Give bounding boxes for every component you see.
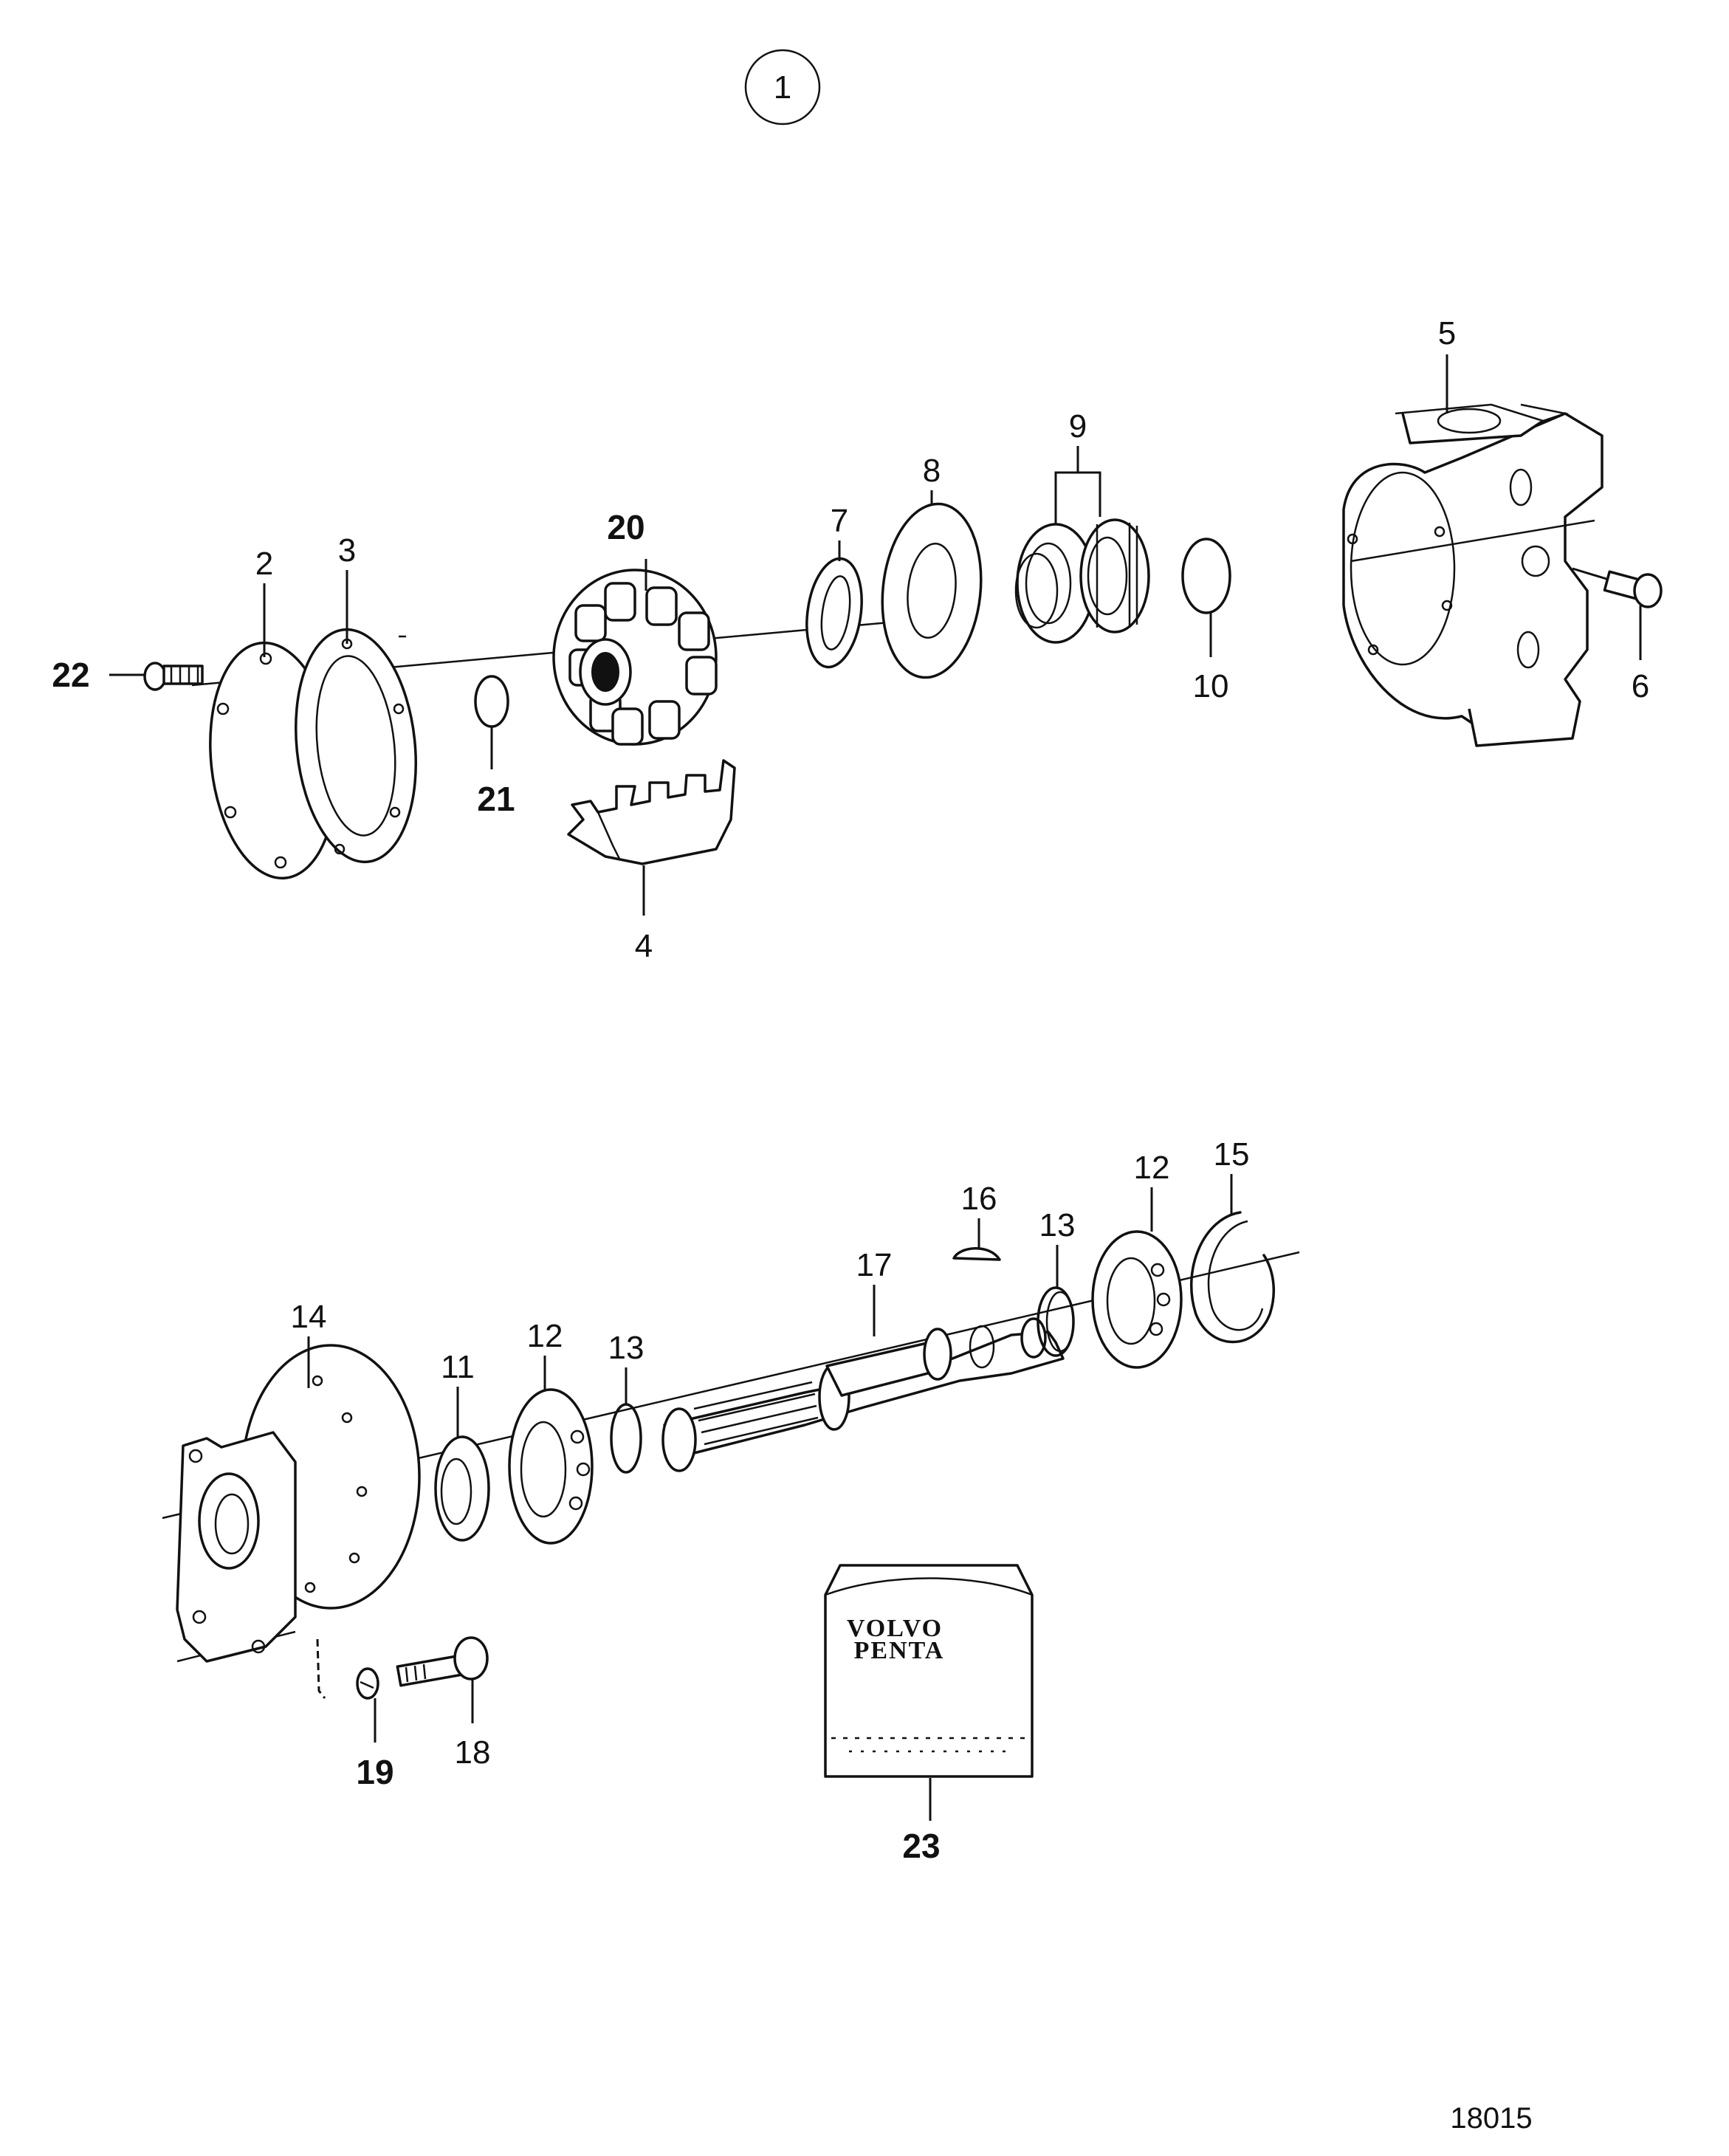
kit-brand-volvo: VOLVO [847,1615,943,1642]
group-number: 1 [774,69,791,106]
part-22-screw [109,662,204,691]
callout-4: 4 [635,928,653,964]
part-23-gasket-kit: VOLVO PENTA [824,1564,1034,1778]
callout-16: 16 [961,1181,997,1217]
part-6-plug-screw [1572,567,1663,608]
callout-3: 3 [338,532,356,569]
part-11-shaft-seal [434,1435,490,1542]
callout-9: 9 [1069,408,1087,444]
part-17-pump-shaft [661,1317,1065,1472]
part-12-ball-bearing-rear [1091,1230,1183,1369]
callout-2: 2 [255,546,273,582]
part-14-bearing-housing [176,1344,421,1699]
part-12-ball-bearing-front [508,1388,594,1545]
callout-6: 6 [1632,668,1649,704]
part-10-o-ring [1181,538,1231,614]
callout-12-front: 12 [527,1318,563,1354]
callout-19: 19 [356,1753,393,1791]
callout-11: 11 [441,1349,475,1385]
callout-23: 23 [902,1827,940,1865]
part-8-seal-ring [881,502,983,679]
callout-13-front: 13 [608,1330,644,1366]
callout-7: 7 [831,503,848,539]
part-19-lock-washer [356,1667,379,1700]
part-13-circlip-rear [1037,1286,1075,1357]
callout-20: 20 [607,508,644,546]
callout-labels: 2 3 4 5 6 7 8 9 10 11 12 12 13 13 14 15 … [52,315,1649,1865]
callout-10: 10 [1193,668,1229,704]
callout-15: 15 [1214,1136,1250,1173]
callout-18: 18 [455,1734,491,1771]
callout-14: 14 [291,1299,327,1335]
callout-12-rear: 12 [1134,1150,1170,1186]
kit-brand-penta: PENTA [854,1637,945,1664]
callout-17: 17 [856,1247,893,1283]
group-number-badge: 1 [744,49,821,126]
part-21-seal-disc [474,675,509,728]
part-18-bolt [396,1636,489,1687]
part-16-woodruff-key [952,1247,1001,1261]
callout-22: 22 [52,656,89,694]
part-20-impeller [552,569,718,746]
part-13-circlip-front [610,1403,642,1474]
part-3-gasket [294,628,418,864]
part-7-washer [805,557,863,669]
part-4-wear-plate [567,759,736,865]
part-15-retaining-ring [1189,1211,1275,1344]
callout-5: 5 [1438,315,1456,351]
drawing-reference-number: 18015 [1450,2102,1532,2135]
callout-8: 8 [923,453,941,489]
callout-13-rear: 13 [1039,1207,1076,1243]
leader-lines [263,354,1642,1821]
part-9-mechanical-seal [1014,518,1150,644]
callout-21: 21 [477,780,515,818]
part-5-pump-housing [1342,403,1603,747]
